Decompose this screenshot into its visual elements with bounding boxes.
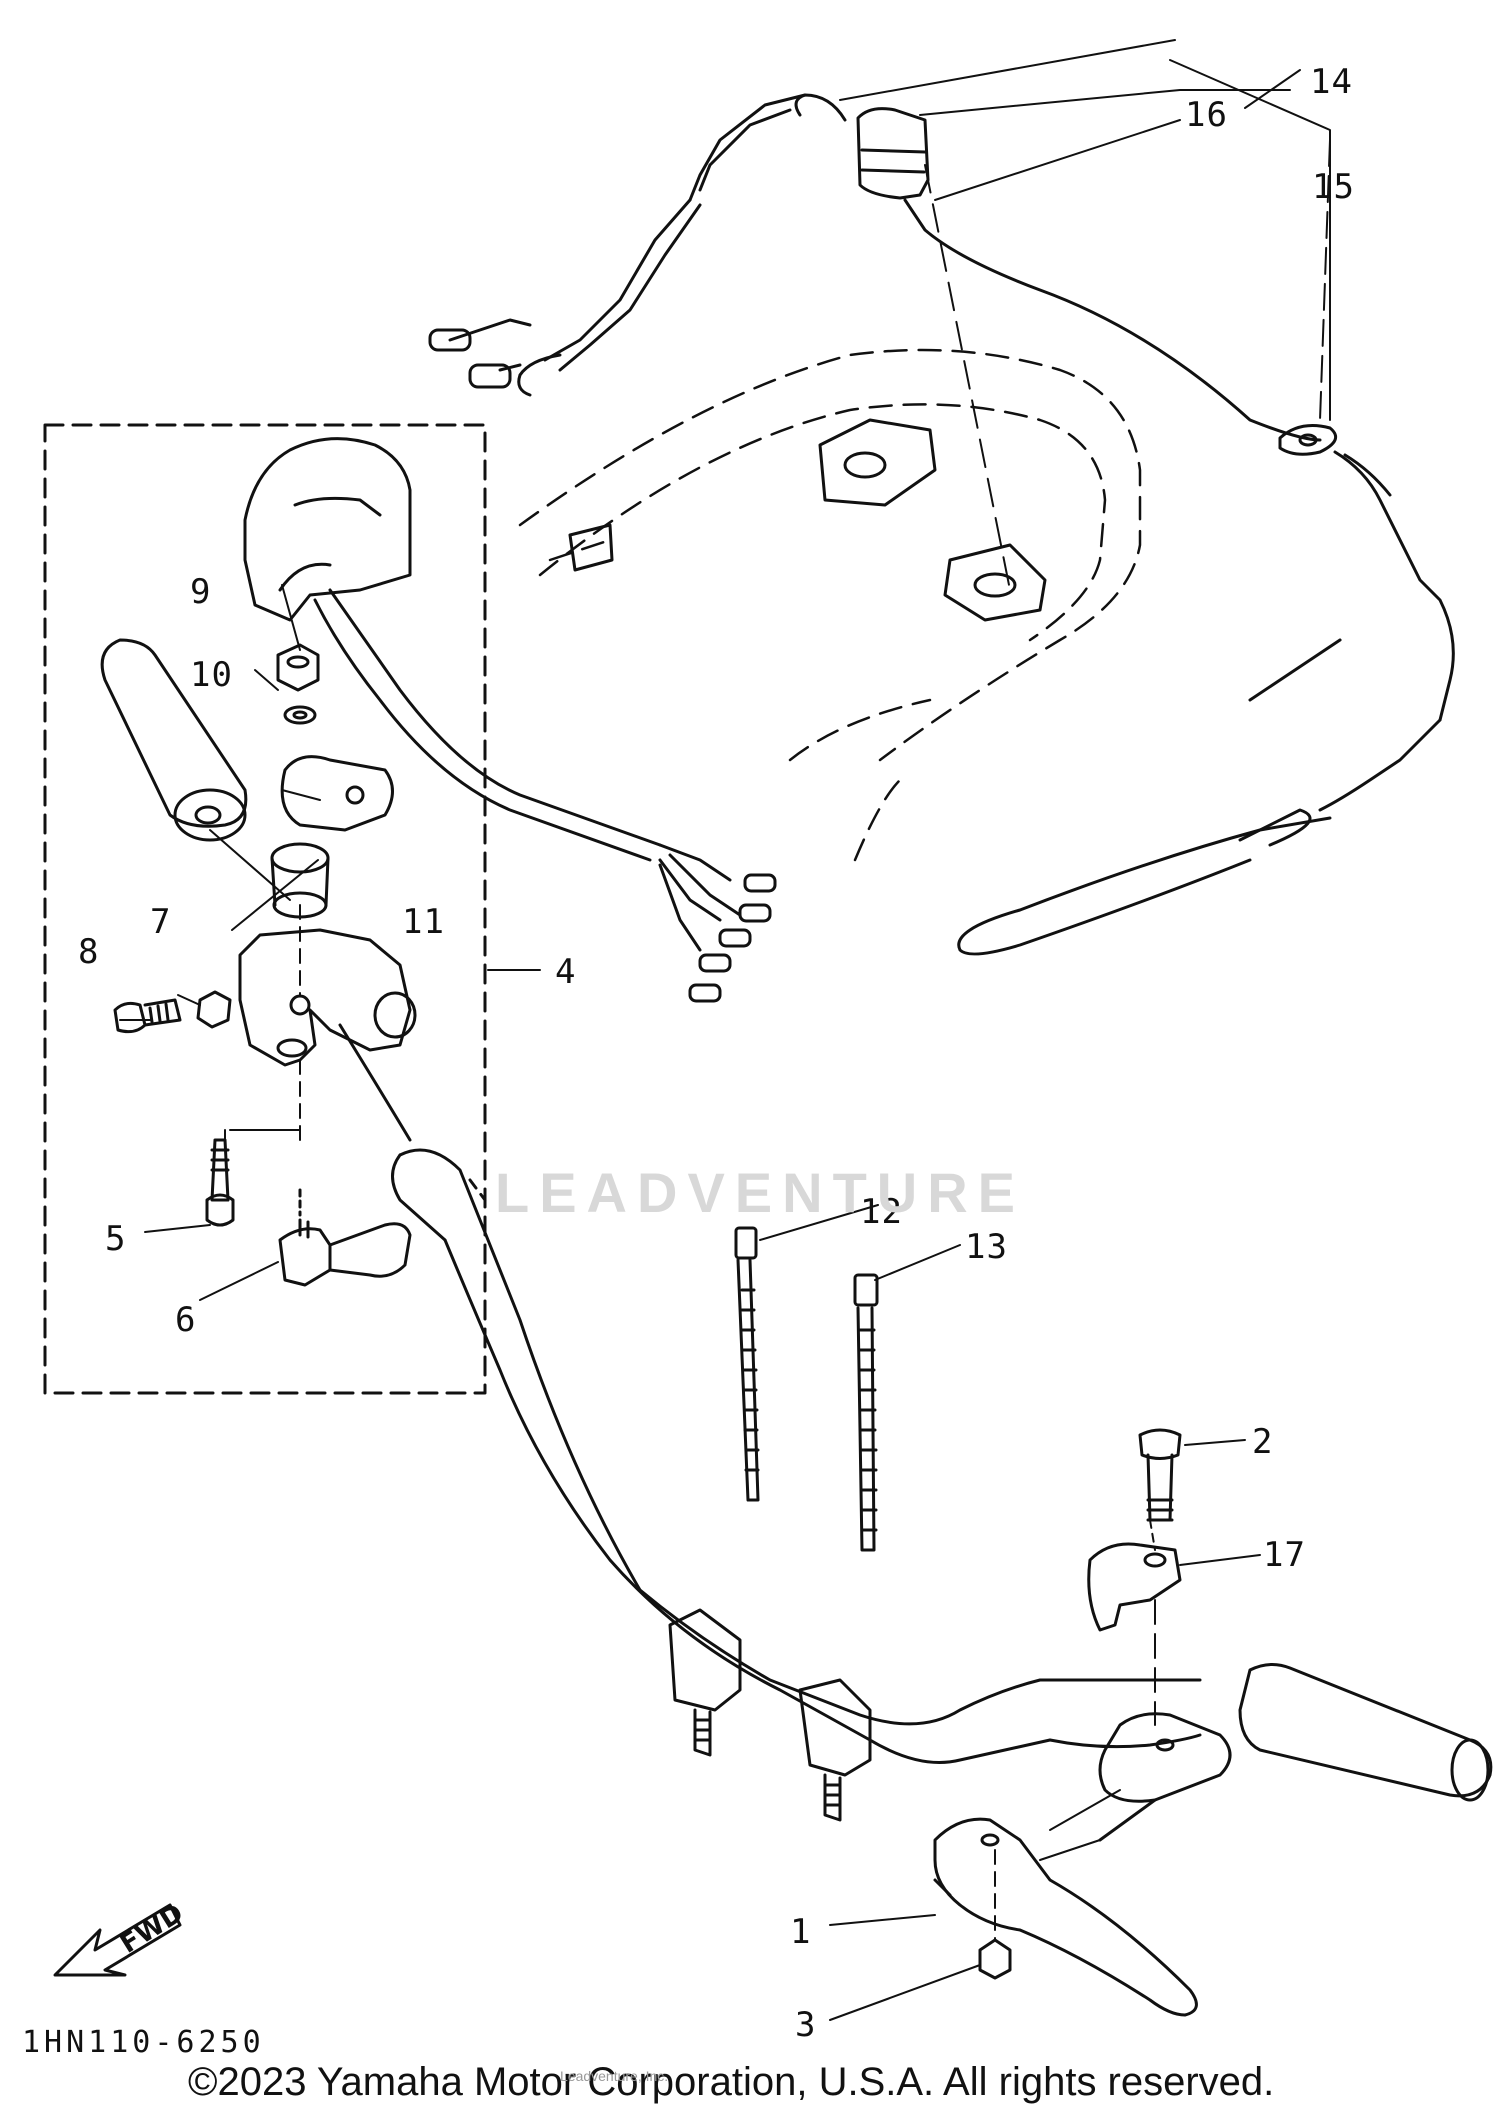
screw-5 xyxy=(205,1138,235,1227)
cable-tie-12 xyxy=(734,1226,760,1502)
throttle-housing xyxy=(238,928,417,1142)
bolt-2 xyxy=(1138,1428,1182,1522)
fwd-arrow-icon xyxy=(53,1903,182,1977)
callout-12: 12 xyxy=(860,1192,903,1232)
callout-7: 7 xyxy=(150,902,172,942)
copyright-notice: ©2023 Yamaha Motor Corporation, U.S.A. A… xyxy=(188,2060,1275,2104)
drawing-code: 1HN110-6250 xyxy=(22,2025,265,2060)
throttle-lever-6 xyxy=(278,1188,412,1287)
callout-14: 14 xyxy=(1310,62,1353,102)
callout-17: 17 xyxy=(1263,1535,1306,1575)
callout-16: 16 xyxy=(1185,95,1228,135)
left-grip xyxy=(100,638,248,842)
watermark-sub: Leadventure, Inc. xyxy=(560,2068,669,2084)
leader-lines xyxy=(119,39,1331,2021)
cover-plate xyxy=(280,755,394,832)
callout-9: 9 xyxy=(190,572,212,612)
callout-6: 6 xyxy=(175,1300,197,1340)
callout-8: 8 xyxy=(78,932,100,972)
collar xyxy=(270,842,330,919)
callout-5: 5 xyxy=(105,1219,127,1259)
nut-washer xyxy=(276,643,320,725)
assembly-box xyxy=(43,423,487,1395)
throttle-switch-housing xyxy=(243,437,777,1003)
nut-3 xyxy=(978,1938,1012,1980)
handlebar-clamps xyxy=(668,1608,872,1822)
callout-10: 10 xyxy=(190,655,233,695)
brake-lever xyxy=(933,1817,1198,2017)
kill-switch xyxy=(428,93,1322,442)
callout-1: 1 xyxy=(790,1912,812,1952)
callout-2: 2 xyxy=(1252,1422,1274,1462)
watermark: LEADVENTURE xyxy=(495,1161,1026,1224)
frame-outline xyxy=(518,348,1142,862)
frame-tabs xyxy=(568,418,1047,622)
callout-4: 4 xyxy=(555,952,577,992)
handlebar xyxy=(391,1148,1202,1764)
cover-hole xyxy=(345,785,365,805)
callout-11: 11 xyxy=(402,902,445,942)
screw-nut-left xyxy=(113,990,232,1034)
pivot-17 xyxy=(1087,1542,1182,1632)
cable-tie-13 xyxy=(853,1273,879,1552)
lanyard-clip xyxy=(957,424,1455,956)
callout-15: 15 xyxy=(1312,167,1355,207)
brake-lever-bracket xyxy=(1098,1712,1232,1842)
callout-3: 3 xyxy=(795,2005,817,2045)
right-grip xyxy=(1238,1663,1493,1802)
callout-13: 13 xyxy=(965,1227,1008,1267)
